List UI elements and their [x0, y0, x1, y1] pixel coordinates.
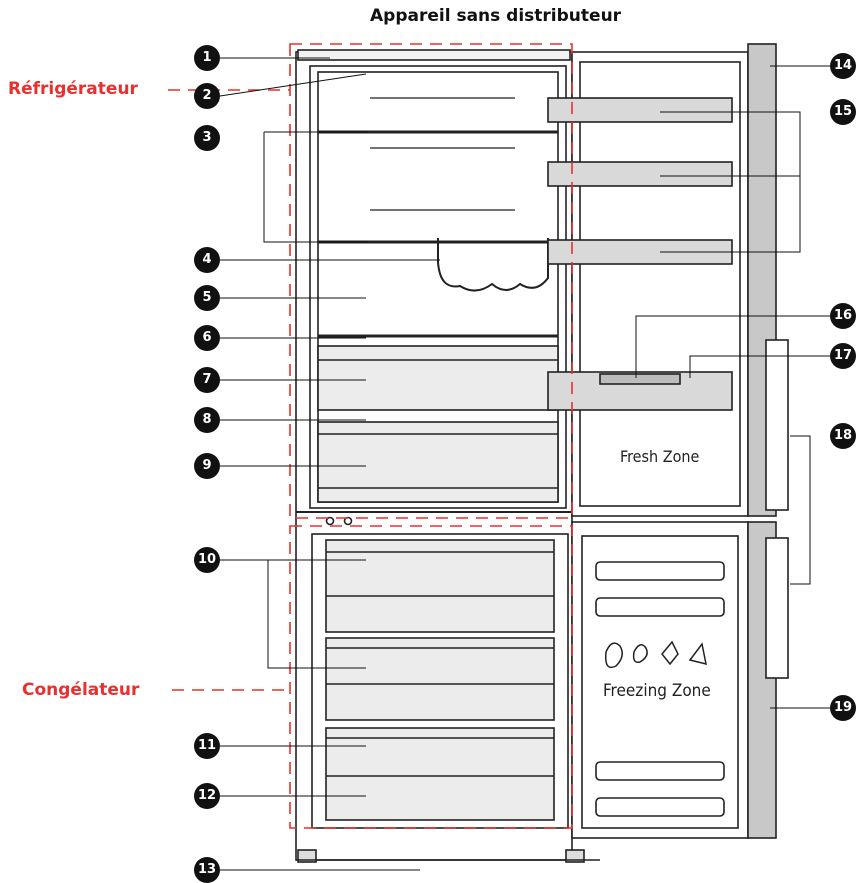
handle-bottom	[765, 537, 789, 679]
freezer-drawer-3	[325, 727, 555, 821]
side-panel-top	[747, 43, 777, 517]
callout-5: 5	[194, 285, 220, 311]
callout-19: 19	[830, 695, 856, 721]
zone-label-refrigerator: Réfrigérateur	[8, 79, 138, 99]
foot-right	[565, 849, 585, 863]
callout-8: 8	[194, 407, 220, 433]
callout-6: 6	[194, 325, 220, 351]
callout-13: 13	[194, 857, 220, 883]
freezing-zone-label: Freezing Zone	[603, 681, 711, 701]
cabinet-top-rim	[297, 49, 571, 61]
callout-11: 11	[194, 733, 220, 759]
callout-14: 14	[830, 53, 856, 79]
zone-label-freezer: Congélateur	[22, 680, 140, 700]
light-strips	[370, 97, 515, 211]
callout-10: 10	[194, 547, 220, 573]
callout-18: 18	[830, 423, 856, 449]
egg-tray	[599, 373, 681, 385]
callout-12: 12	[194, 783, 220, 809]
door-shelf-1	[547, 97, 733, 123]
freezer-drawer-1	[325, 539, 555, 633]
crisper-drawer	[317, 345, 559, 411]
food-pictograms	[604, 640, 707, 669]
callout-17: 17	[830, 343, 856, 369]
refrigerator-outline	[289, 43, 573, 519]
freezer-outline	[289, 525, 573, 829]
door-shelf-2	[547, 161, 733, 187]
callout-1: 1	[194, 45, 220, 71]
freezer-door	[571, 521, 749, 839]
wine-rack	[437, 238, 549, 292]
handle-top	[765, 339, 789, 511]
callout-7: 7	[194, 367, 220, 393]
fridge-door	[571, 51, 749, 517]
callout-3: 3	[194, 125, 220, 151]
fresh-zone-label: Fresh Zone	[620, 447, 700, 466]
callout-9: 9	[194, 453, 220, 479]
callout-16: 16	[830, 303, 856, 329]
callout-2: 2	[194, 83, 220, 109]
foot-left	[297, 849, 317, 863]
callout-15: 15	[830, 99, 856, 125]
callout-4: 4	[194, 247, 220, 273]
diagram-title: Appareil sans distributeur	[370, 6, 622, 26]
freezer-drawer-2	[325, 637, 555, 721]
